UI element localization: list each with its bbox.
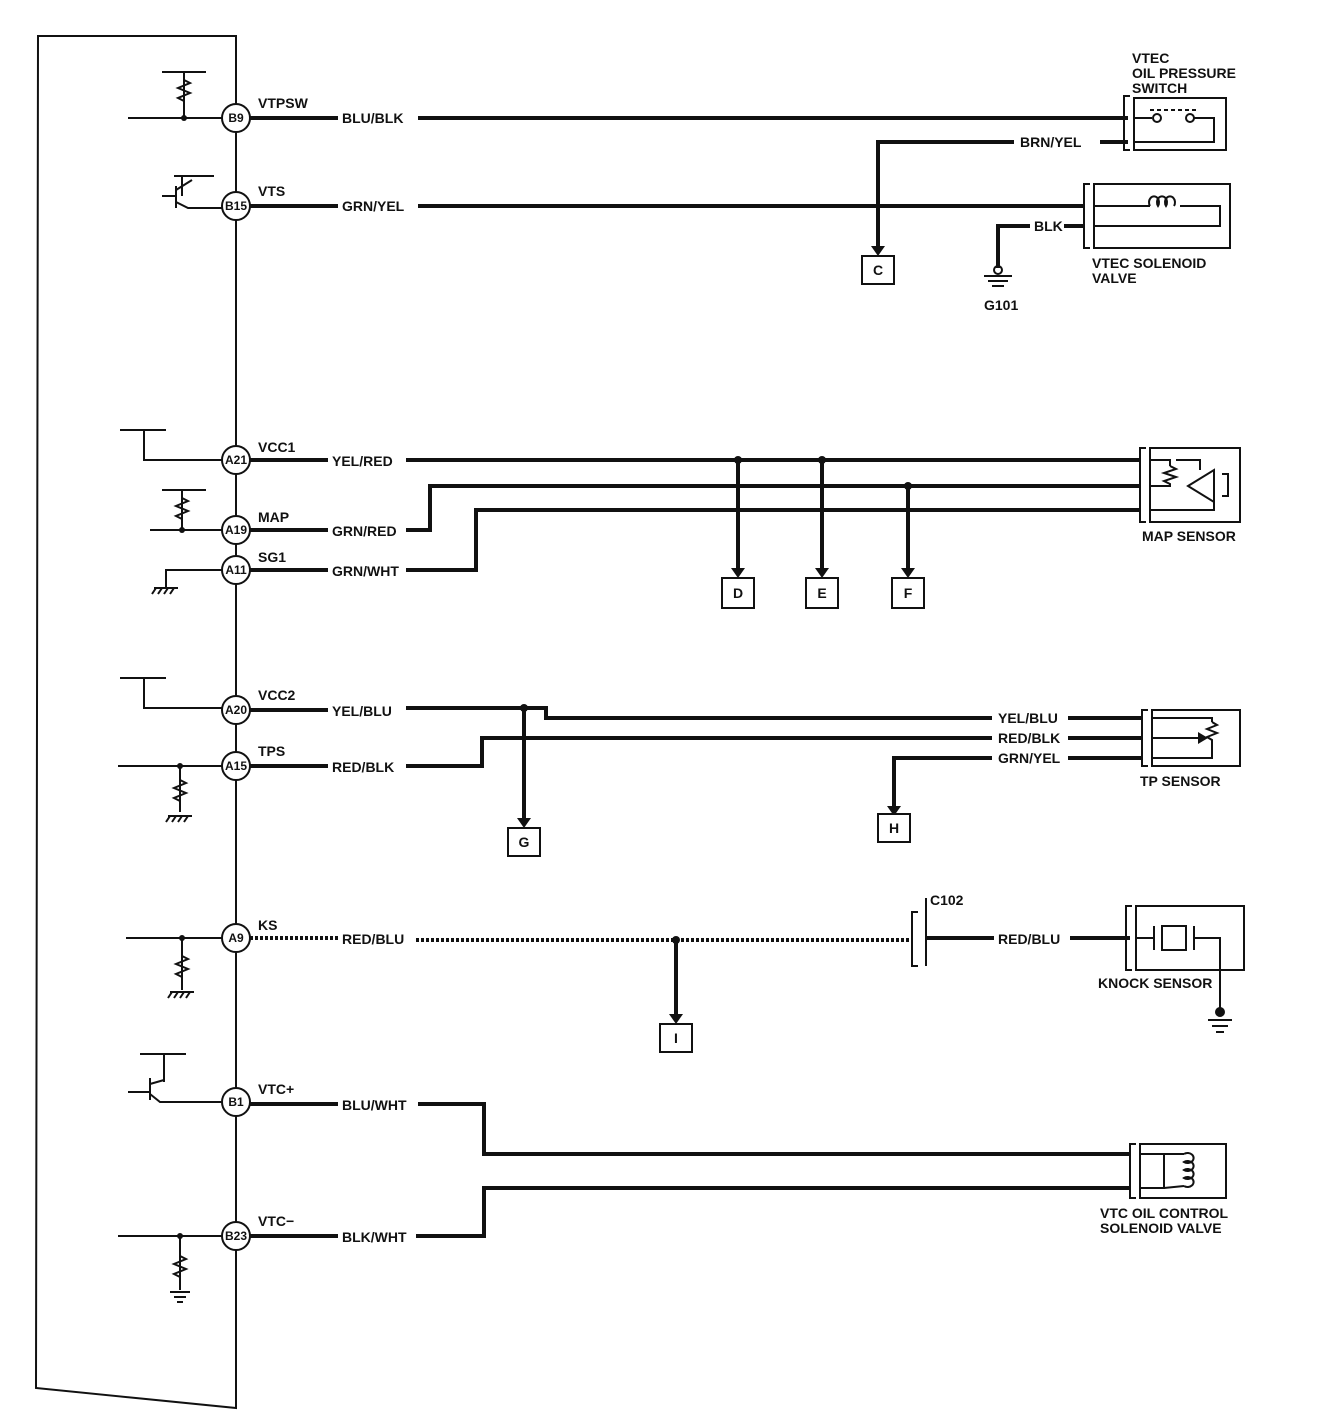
signal-vtc-minus: VTC− [258, 1213, 294, 1229]
circuit-vcc2: A20 VCC2 YEL/BLU YEL/BLU [120, 677, 1142, 726]
map-sensor: MAP SENSOR [1139, 447, 1241, 544]
circuit-sg1: A11 SG1 GRN/WHT [151, 508, 1140, 595]
svg-text:B1: B1 [228, 1095, 244, 1109]
signal-map: MAP [258, 509, 289, 525]
ref-d [721, 577, 755, 609]
signal-ks: KS [258, 917, 277, 933]
svg-text:VALVE: VALVE [1092, 270, 1137, 286]
svg-text:D: D [733, 585, 743, 601]
wire-grn-wht: GRN/WHT [332, 563, 399, 579]
wire-red-blu-right: RED/BLU [998, 931, 1060, 947]
ecm-module-outline [34, 35, 237, 1410]
wire-yel-red: YEL/RED [332, 453, 393, 469]
wire-red-blk-right: RED/BLK [998, 730, 1060, 746]
tp-sensor-label: TP SENSOR [1140, 773, 1221, 789]
wire-grn-yel-right: GRN/YEL [998, 750, 1061, 766]
svg-text:I: I [674, 1030, 678, 1046]
svg-text:F: F [904, 585, 913, 601]
wire-grn-red: GRN/RED [332, 523, 397, 539]
signal-vtc-plus: VTC+ [258, 1081, 294, 1097]
svg-text:E: E [817, 585, 826, 601]
svg-text:G: G [519, 834, 530, 850]
connector-c102 [911, 911, 918, 967]
ground-g101: G101 [984, 297, 1018, 313]
svg-text:A9: A9 [228, 931, 244, 945]
vtec-solenoid-valve: BLK G101 VTEC SOLENOID VALVE [984, 183, 1231, 313]
svg-text:VTEC: VTEC [1132, 50, 1169, 66]
svg-text:OIL PRESSURE: OIL PRESSURE [1132, 65, 1236, 81]
svg-text:SOLENOID VALVE: SOLENOID VALVE [1100, 1220, 1222, 1236]
signal-sg1: SG1 [258, 549, 286, 565]
map-sensor-label: MAP SENSOR [1142, 528, 1236, 544]
circuit-vtc-minus: B23 VTC− BLK/WHT [118, 1186, 1130, 1303]
tp-sensor: TP SENSOR [1140, 709, 1241, 789]
pin-b9-label: B9 [228, 111, 244, 125]
knock-sensor-label: KNOCK SENSOR [1098, 975, 1212, 991]
ref-e [805, 577, 839, 609]
ref-g [507, 827, 541, 857]
wire-brn-yel: BRN/YEL [1020, 134, 1082, 150]
signal-vcc2: VCC2 [258, 687, 296, 703]
circuit-vts: B15 VTS GRN/YEL [162, 175, 1084, 221]
wire-yel-blu-right: YEL/BLU [998, 710, 1058, 726]
svg-text:A21: A21 [225, 453, 247, 467]
signal-vtpsw: VTPSW [258, 95, 309, 111]
wire-blk: BLK [1034, 218, 1063, 234]
circuit-ks: A9 KS RED/BLU I C102 RED/BLU [126, 892, 1130, 1053]
vtec-oil-pressure-switch: VTEC OIL PRESSURE SWITCH BRN/YEL C [861, 50, 1236, 285]
ref-i [659, 1023, 693, 1053]
signal-tps: TPS [258, 743, 285, 759]
svg-text:VTC OIL CONTROL: VTC OIL CONTROL [1100, 1205, 1229, 1221]
ref-c [861, 255, 895, 285]
svg-text:H: H [889, 820, 899, 836]
wire-blu-wht: BLU/WHT [342, 1097, 407, 1113]
signal-vcc1: VCC1 [258, 439, 296, 455]
wire-red-blk: RED/BLK [332, 759, 394, 775]
svg-text:C: C [873, 262, 883, 278]
svg-text:A20: A20 [225, 703, 247, 717]
svg-text:A15: A15 [225, 759, 247, 773]
circuit-vtc-plus: B1 VTC+ BLU/WHT [128, 1053, 1130, 1156]
vtc-oil-control-solenoid-valve: VTC OIL CONTROL SOLENOID VALVE [1100, 1143, 1229, 1236]
wire-grn-yel: GRN/YEL [342, 198, 405, 214]
circuit-vcc1: A21 VCC1 YEL/RED [120, 429, 1140, 475]
wire-blk-wht: BLK/WHT [342, 1229, 407, 1245]
svg-text:SWITCH: SWITCH [1132, 80, 1187, 96]
ref-h [877, 813, 911, 843]
svg-text:A19: A19 [225, 523, 247, 537]
connector-c102-label: C102 [930, 892, 964, 908]
circuit-vtpsw: B9 VTPSW BLU/BLK [128, 71, 1128, 133]
svg-text:B15: B15 [225, 199, 247, 213]
circuit-tps: A15 TPS RED/BLK RED/BLK GRN/YEL H G [118, 708, 1142, 857]
refs-def: D E F [721, 460, 925, 609]
signal-vts: VTS [258, 183, 285, 199]
svg-text:VTEC SOLENOID: VTEC SOLENOID [1092, 255, 1206, 271]
wire-yel-blu: YEL/BLU [332, 703, 392, 719]
circuit-map: A19 MAP GRN/RED [150, 482, 1140, 545]
knock-sensor: KNOCK SENSOR [1098, 905, 1245, 1033]
wire-blu-blk: BLU/BLK [342, 110, 403, 126]
wire-red-blu: RED/BLU [342, 931, 404, 947]
svg-text:B23: B23 [225, 1229, 247, 1243]
svg-text:A11: A11 [225, 563, 247, 577]
ref-f [891, 577, 925, 609]
